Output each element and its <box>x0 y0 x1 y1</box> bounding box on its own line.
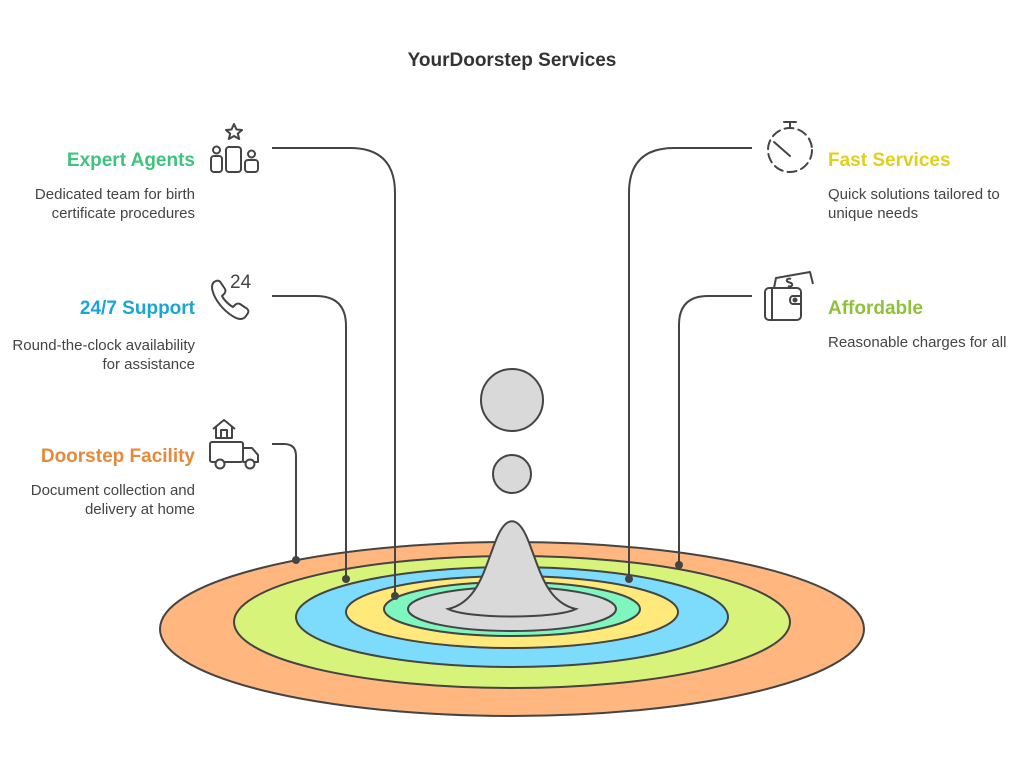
description-affordable: Reasonable charges for all <box>828 334 1007 351</box>
connector-affordable <box>678 295 752 565</box>
description-24-7-support: Round-the-clock availability for assista… <box>12 337 195 373</box>
connector-dot-expert <box>391 592 399 600</box>
label-24-7-support: 24/7 Support <box>79 298 195 319</box>
description-expert-agents: Dedicated team for birth certificate pro… <box>34 186 195 222</box>
connector-dot-support <box>342 575 350 583</box>
connector-doorstep <box>272 443 297 560</box>
connector-dot-doorstep <box>292 556 300 564</box>
podium-star-icon <box>210 123 259 173</box>
label-doorstep-facility: Doorstep Facility <box>40 446 195 467</box>
droplet-large <box>480 368 544 432</box>
description-fast-services: Quick solutions tailored to unique needs <box>828 186 1000 222</box>
connector-dot-affordable <box>675 561 683 569</box>
splash-peak <box>445 520 579 618</box>
connector-support <box>272 295 347 579</box>
delivery-truck-house-icon <box>209 419 259 470</box>
label-expert-agents: Expert Agents <box>66 150 195 171</box>
connector-fast <box>628 147 752 579</box>
label-affordable: Affordable <box>828 298 923 319</box>
diagram-title: YourDoorstep Services <box>407 50 617 71</box>
connector-expert <box>272 147 396 596</box>
stopwatch-icon <box>767 121 813 173</box>
wallet-money-icon <box>764 271 814 321</box>
connector-dot-fast <box>625 575 633 583</box>
droplet-small <box>492 454 532 494</box>
icon-24-text: 24 <box>230 272 252 293</box>
description-doorstep-facility: Document collection and delivery at home <box>30 482 195 518</box>
label-fast-services: Fast Services <box>828 150 951 171</box>
phone-24-icon: 24 <box>211 272 252 321</box>
